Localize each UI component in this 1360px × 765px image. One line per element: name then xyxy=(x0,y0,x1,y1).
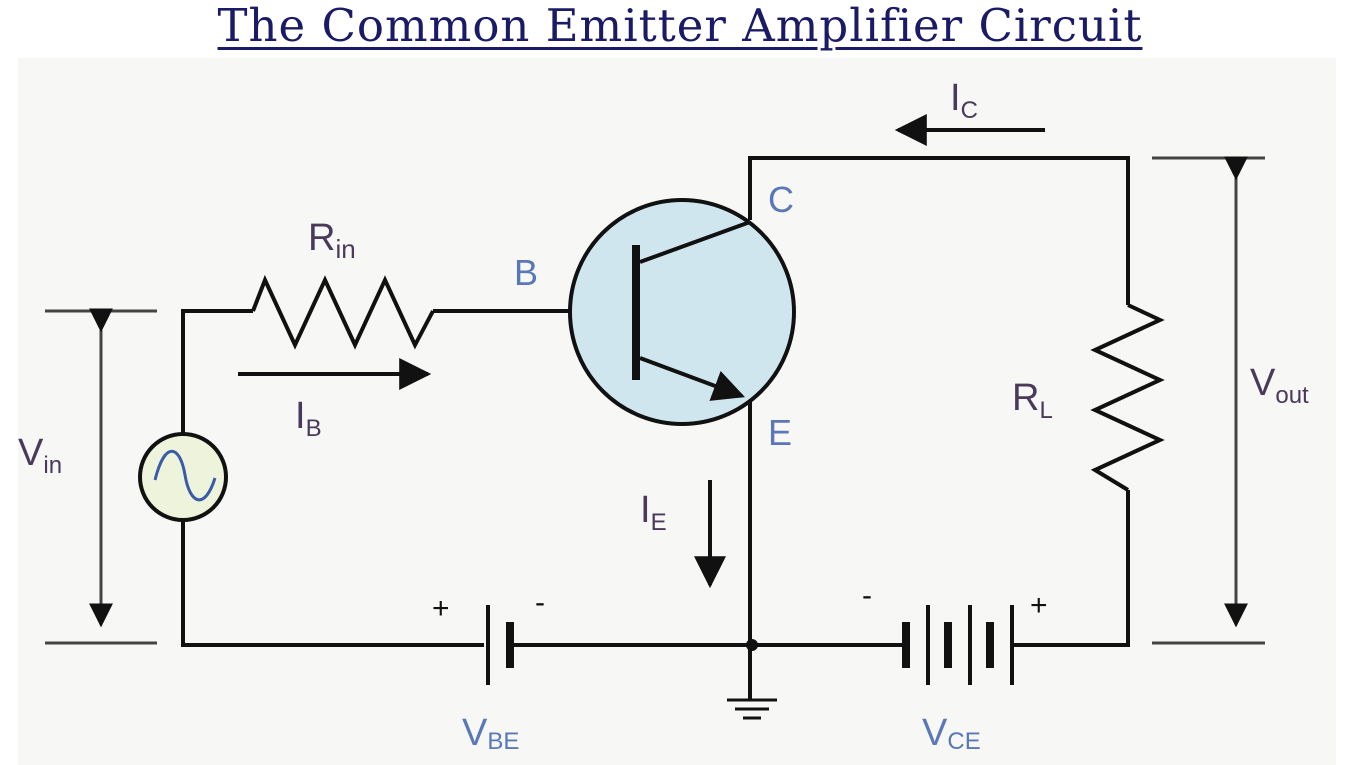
diagram-title-text: The Common Emitter Amplifier Circuit xyxy=(217,0,1143,52)
label-base: B xyxy=(514,252,538,293)
wire-input-top xyxy=(181,309,253,475)
label-ib: IB xyxy=(295,395,322,442)
ground-icon xyxy=(727,698,777,720)
label-ie: IE xyxy=(640,489,667,536)
label-collector: C xyxy=(768,179,794,220)
wire-input-bottom xyxy=(181,520,484,647)
label-vin: Vin xyxy=(18,432,62,479)
ac-source-icon xyxy=(138,432,228,522)
label-emitter: E xyxy=(768,412,792,453)
vin-reference xyxy=(45,308,157,645)
vbe-plus-sign: + xyxy=(432,592,450,625)
vce-battery-icon xyxy=(902,605,1014,685)
vce-plus-sign: + xyxy=(1030,589,1048,622)
wire-rl-bottom xyxy=(1012,490,1130,647)
label-vbe: VBE xyxy=(462,712,519,755)
label-vce: VCE xyxy=(922,712,981,755)
label-rl: RL xyxy=(1012,377,1053,424)
sine-wave-icon xyxy=(153,449,217,502)
vce-minus-sign: - xyxy=(862,579,872,612)
transistor-emitter-arrow xyxy=(639,356,745,401)
label-rin: Rin xyxy=(308,217,356,264)
transistor-body xyxy=(568,198,796,426)
diagram-title: The Common Emitter Amplifier Circuit xyxy=(0,0,1360,60)
vout-reference xyxy=(1152,156,1265,645)
resistor-rl xyxy=(1090,303,1165,492)
transistor-collector-lead xyxy=(639,220,751,264)
label-vout: Vout xyxy=(1250,362,1309,409)
label-ic: IC xyxy=(950,77,978,124)
junction-dot xyxy=(746,639,758,651)
vbe-minus-sign: - xyxy=(535,586,545,619)
wire-collector xyxy=(748,156,1130,305)
resistor-rin xyxy=(251,274,435,350)
